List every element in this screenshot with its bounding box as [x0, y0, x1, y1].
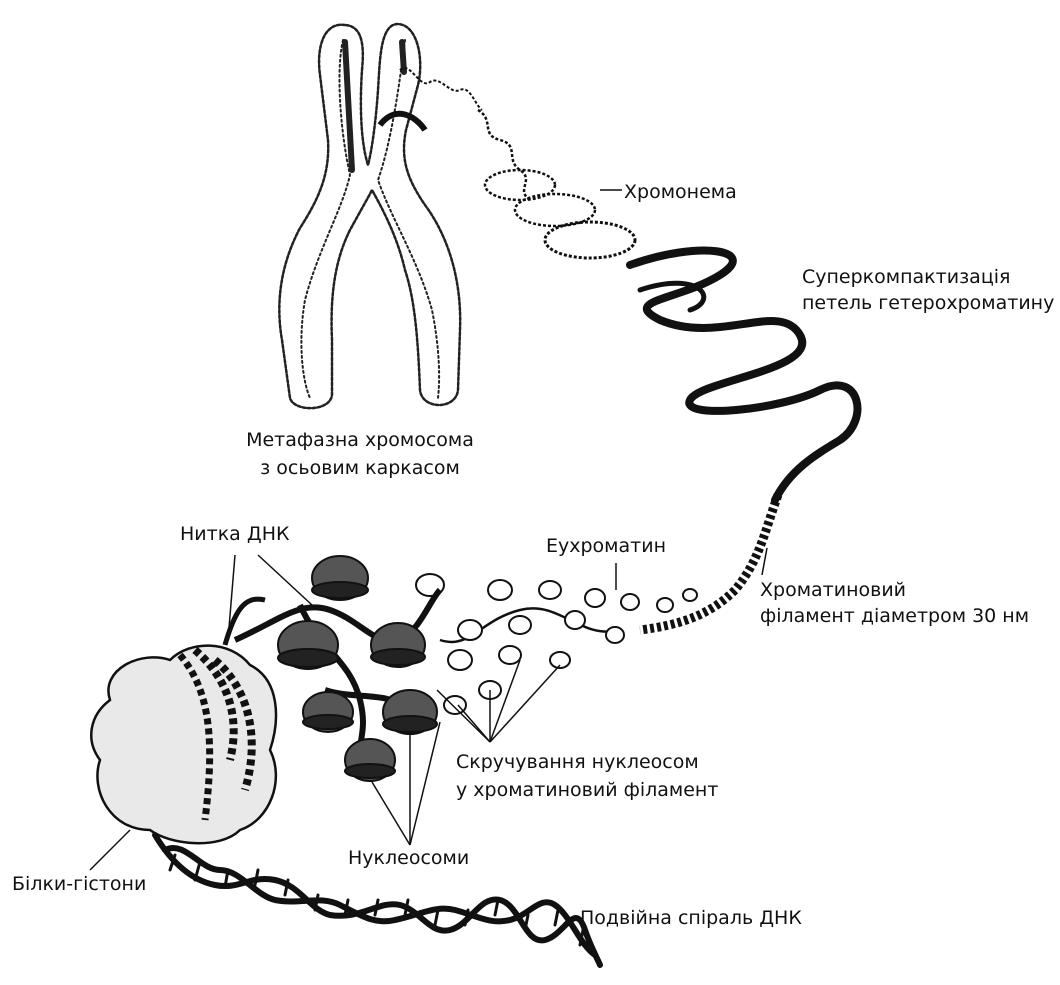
label-metaphase-line2: з осьовим каркасом	[210, 456, 510, 480]
label-dna-strand: Нитка ДНК	[180, 522, 289, 546]
label-nucleosome-coiling-line2: у хроматиновий філамент	[456, 778, 718, 802]
label-chromonema: Хромонема	[624, 180, 737, 204]
label-histone-proteins: Білки-гістони	[12, 872, 146, 896]
label-nucleosomes: Нуклеосоми	[348, 846, 469, 870]
histone-core	[90, 555, 312, 870]
label-chromatin-filament-line2: філамент діаметром 30 нм	[760, 604, 1029, 628]
metaphase-chromosome	[279, 24, 460, 408]
euchromatin-beads	[416, 563, 697, 714]
label-double-helix: Подвійна спіраль ДНК	[580, 906, 802, 930]
chromonema-loops	[380, 68, 635, 258]
label-metaphase-line1: Метафазна хромосома	[210, 428, 510, 452]
label-supercompaction-line1: Суперкомпактизація	[802, 265, 1010, 289]
label-nucleosome-coiling-line1: Скручування нуклеосом	[456, 750, 699, 774]
label-euchromatin: Еухроматин	[546, 534, 666, 558]
label-chromatin-filament-line1: Хроматиновий	[760, 578, 906, 602]
label-supercompaction-line2: петель гетерохроматину	[802, 291, 1054, 315]
